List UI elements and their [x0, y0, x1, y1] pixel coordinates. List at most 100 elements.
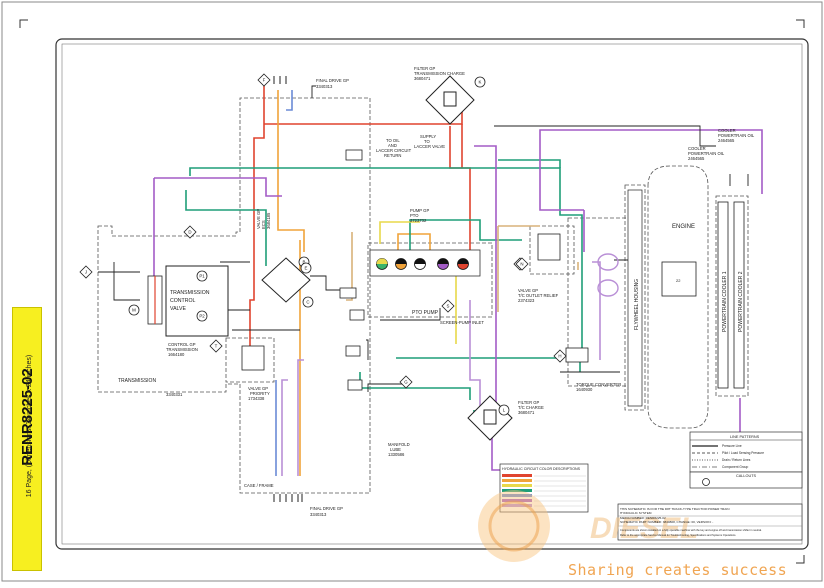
- callout-marker: [515, 257, 529, 271]
- label-title-2: HYDRAULIC SYSTEM: [620, 511, 652, 515]
- diesel-logo-watermark: DIESEL: [478, 490, 698, 562]
- callout-marker: [257, 73, 271, 87]
- component-labels: FINAL DRIVE GP 3340313 FILTER GP TRANSMI…: [118, 66, 764, 537]
- callout-marker: [128, 304, 140, 316]
- label-tcv-1: TRANSMISSION: [170, 290, 210, 296]
- callout-letter: G: [404, 380, 408, 385]
- document-tab: RENR8225-02 16 Page, (Dimensions: 34 inc…: [12, 307, 42, 571]
- label-tcv-3: VALVE: [170, 306, 186, 312]
- callout-letter: K: [479, 80, 482, 85]
- label-screen-pump: SCREEN-PUMP INLET: [440, 320, 484, 325]
- label-final-drive-bottom: FINAL DRIVE GP: [310, 506, 343, 511]
- label-filter-tc-2: T/C CHARGE: [518, 405, 544, 410]
- label-final-drive-top-pn: 3340313: [316, 84, 333, 89]
- flywheel-housing: [627, 189, 643, 407]
- label-cooler-a-2: POWERTRAIN OIL: [718, 133, 755, 138]
- label-pump-pto: PUMP GP: [410, 208, 429, 213]
- label-cooler-2: POWERTRAIN COOLER 2: [738, 271, 744, 332]
- label-control-gp-2: TRANSMISSION: [166, 347, 198, 352]
- label-filter-trans-charge-pn: 3680471: [414, 76, 431, 81]
- callout-marker: [498, 404, 510, 416]
- callout-letter: E: [305, 266, 308, 271]
- label-valve-ecs: VALVE GP: [256, 209, 261, 229]
- label-manifold-2: LUBE: [390, 447, 401, 452]
- label-cooler-b-2: POWERTRAIN OIL: [688, 151, 725, 156]
- label-valve-priority-2: PRIORITY: [250, 391, 270, 396]
- callout-letter: T: [215, 344, 218, 349]
- powertrain-cooler-1: [717, 201, 729, 389]
- callout-marker: [441, 299, 455, 313]
- label-supply: SUPPLY: [420, 134, 436, 139]
- label-supply-2: TO: [424, 139, 430, 144]
- label-to-oil-4: RETURN: [384, 153, 401, 158]
- label-valve-tc-pn: 2374323: [518, 298, 535, 303]
- label-manifold-pn: 1330586: [388, 452, 405, 457]
- label-callouts: CALLOUTS: [736, 474, 757, 478]
- label-valve-ecs-pn: 3684185: [266, 212, 271, 229]
- label-hydraulic-legend-title: HYDRAULIC CIRCUIT COLOR DESCRIPTIONS: [502, 467, 581, 471]
- label-transmission-pn: 3340331: [166, 392, 183, 397]
- callout-marker: [302, 296, 314, 308]
- label-torque-converter: TORQUE CONVERTER: [576, 382, 621, 387]
- label-valve-tc-2: T/C OUTLET RELIEF: [518, 293, 559, 298]
- label-line-patterns-2: Pilot / Load Sensing Pressure: [722, 451, 764, 455]
- logo-text: DIESEL: [590, 512, 698, 545]
- final-drive-connectors: [273, 76, 303, 502]
- callout-letter: S: [447, 304, 450, 309]
- callout-marker: [209, 339, 223, 353]
- label-title-3: MEDIA NUMBER: RENR8225-02: [620, 516, 666, 520]
- callout-markers: JABCDEFGHKLMNP1P2ST: [79, 73, 567, 416]
- label-filter-tc-pn: 3680471: [518, 410, 535, 415]
- callout-letter: L: [503, 408, 506, 413]
- label-cooler-1: POWERTRAIN COOLER 1: [722, 271, 728, 332]
- callout-letter: P2: [199, 314, 205, 319]
- label-engine-box: 22: [676, 278, 681, 283]
- drawing-frame: [55, 38, 809, 550]
- line-patterns-legend: [689, 431, 803, 489]
- label-pump-pto-pn: 3723732: [410, 218, 427, 223]
- valve-boxes: [241, 149, 589, 391]
- label-filter-trans-charge-sub: TRANSMISSION CHARGE: [414, 71, 465, 76]
- label-line-patterns-3: Drain / Return Lines: [722, 458, 751, 462]
- tab-subtitle: 16 Page, (Dimensions: 34 inches x 24 inc…: [26, 354, 33, 498]
- label-tcv-2: CONTROL: [170, 298, 195, 304]
- label-case-frame: CASE / FRAME: [244, 483, 274, 488]
- callout-marker: [553, 349, 567, 363]
- title-block: [617, 503, 803, 541]
- label-title-1: THIS SCHEMATIC IS FOR THE D8T TRACK-TYPE…: [620, 507, 729, 511]
- label-pump-pto-2: PTO: [410, 213, 419, 218]
- label-to-oil: TO OIL: [386, 138, 400, 143]
- label-torque-converter-pn: 1640930: [576, 387, 593, 392]
- watermark-text: Sharing creates success: [568, 561, 788, 579]
- callout-letter: C: [306, 300, 309, 305]
- pto-pump-sections: [369, 249, 481, 277]
- label-engine: ENGINE: [672, 224, 695, 230]
- torque-converter-coils: [597, 253, 619, 297]
- callout-marker: [474, 76, 486, 88]
- black-lines: [98, 85, 749, 392]
- callout-marker: [196, 310, 208, 322]
- label-title-5: Components are shown installed on a full…: [620, 528, 762, 532]
- callout-marker: [399, 375, 413, 389]
- label-flywheel: FLYWHEEL HOUSING: [634, 279, 640, 330]
- label-pto-pump: PTO PUMP: [412, 310, 439, 316]
- label-filter-trans-charge: FILTER GP: [414, 66, 436, 71]
- callout-marker: [196, 270, 208, 282]
- component-group-boundaries: [97, 97, 749, 494]
- callout-letter: H: [558, 354, 561, 359]
- callout-letter: D: [188, 230, 191, 235]
- label-to-oil-3: LACCER CIRCUIT: [376, 148, 412, 153]
- label-cooler-b: COOLER: [688, 146, 706, 151]
- label-filter-tc: FILTER GP: [518, 400, 540, 405]
- callout-letter: M: [132, 308, 136, 313]
- label-to-oil-2: AND: [388, 143, 397, 148]
- label-line-patterns-4: Component Group: [722, 465, 748, 469]
- label-cooler-b-pn: 2464565: [688, 156, 705, 161]
- label-cooler-a: COOLER: [718, 128, 736, 133]
- engine-box: [661, 261, 697, 297]
- callout-marker: [79, 265, 93, 279]
- label-valve-ecs-2: ECS: [261, 220, 266, 229]
- callout-letter: N: [520, 262, 523, 267]
